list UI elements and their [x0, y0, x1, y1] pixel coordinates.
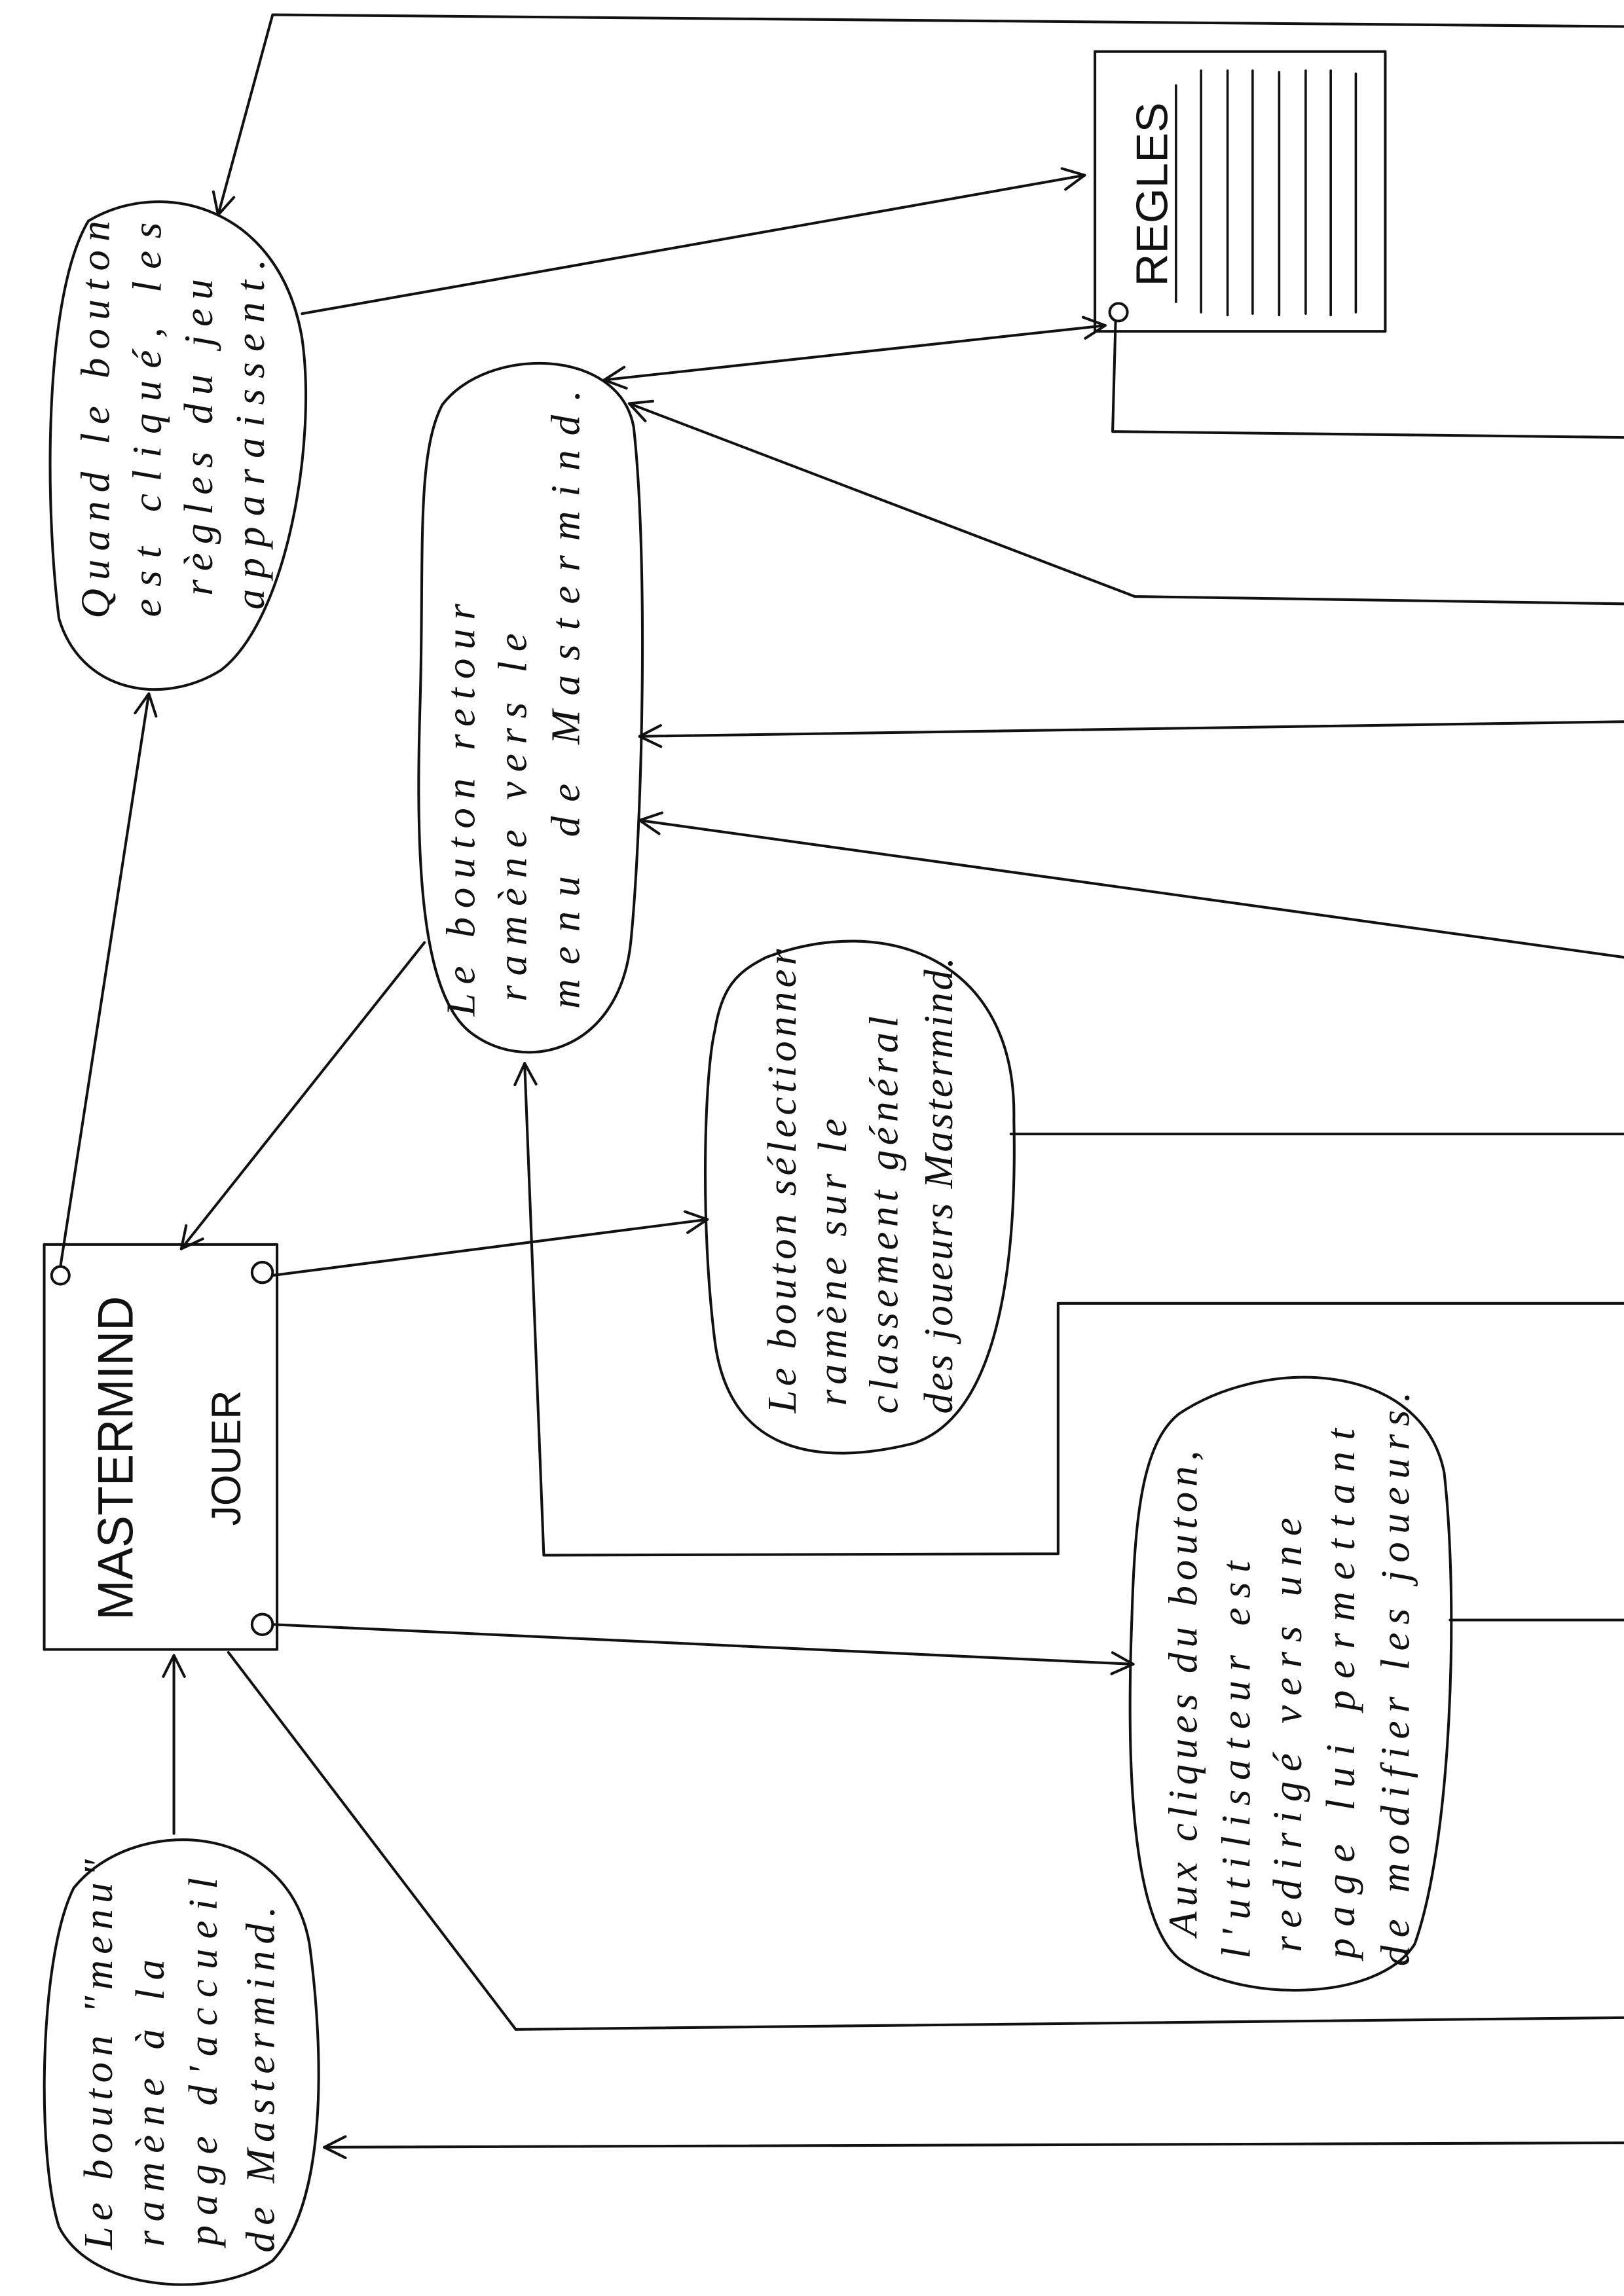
- connector-arrow: [513, 1062, 1624, 1557]
- note-edit-players-button: Aux cliques du bouton, l'utilisateur est…: [1128, 1376, 1453, 1992]
- note-text-line: est cliqué, les: [124, 223, 170, 617]
- note-text-line: de Mastermind.: [238, 1906, 284, 2253]
- note-text-line: apparaissent.: [227, 259, 273, 610]
- note-text-line: page d'accueil: [180, 1878, 226, 2248]
- connector-arrow: [323, 2135, 1624, 2159]
- mastermind-screen-frame: [43, 1243, 279, 1651]
- connector-line: [1111, 319, 1624, 439]
- connector-double-arrow: [602, 316, 1107, 390]
- note-text-line: Le bouton retour: [438, 604, 484, 1017]
- back-button-circle: [1108, 302, 1129, 323]
- note-text-line: Le bouton sélectionner: [759, 949, 805, 1413]
- note-text-line: l'utilisateur est: [1213, 1560, 1259, 1959]
- mastermind-screen: MASTERMIND JOUER: [43, 1243, 279, 1651]
- note-back-button: Le bouton retour ramène vers le menu de …: [417, 361, 644, 1054]
- note-text-line: des joueurs Mastermind.: [915, 957, 961, 1413]
- note-text-line: règles du jeu: [175, 279, 221, 596]
- note-text-line: ramène sur le: [809, 1119, 855, 1406]
- connectors: [59, 13, 1624, 2159]
- note-text-line: ramène à la: [127, 1959, 173, 2247]
- note-text-line: page lui permettant: [1318, 1428, 1363, 1961]
- connector-arrow: [59, 692, 158, 1268]
- note-bubble: [1128, 1376, 1453, 1992]
- note-text-line: redirigé vers une: [1264, 1518, 1310, 1952]
- rules-text-block: [1175, 69, 1357, 317]
- connector-arrow: [627, 399, 1624, 606]
- connector-arrow: [638, 720, 1624, 748]
- connector-arrow: [638, 811, 1624, 959]
- rules-screen: REGLES: [1094, 50, 1387, 333]
- note-text-line: Aux cliques du bouton,: [1160, 1451, 1206, 1939]
- note-bubble: [43, 1838, 320, 2286]
- rules-screen-label: REGLES: [1128, 102, 1177, 286]
- connector-arrow: [212, 13, 1624, 217]
- rules-button-circle: [50, 1265, 71, 1286]
- note-text-line: Quand le bouton: [73, 221, 119, 618]
- note-bubble: [417, 361, 644, 1054]
- select-button-circle: [250, 1260, 274, 1285]
- note-text-line: Le bouton "menu": [75, 1859, 121, 2250]
- note-text-line: classement général: [861, 1016, 907, 1413]
- note-menu-button: Le bouton "menu" ramène à la page d'accu…: [43, 1838, 320, 2286]
- mastermind-title: MASTERMIND: [88, 1296, 144, 1620]
- play-button-label: JOUER: [204, 1391, 249, 1526]
- connector-line: [227, 1650, 1624, 2031]
- connector-arrow: [179, 941, 426, 1250]
- edit-players-button-circle: [250, 1613, 274, 1636]
- connector-arrow: [271, 1210, 709, 1277]
- note-rules-button: Quand le bouton est cliqué, les règles d…: [48, 200, 308, 691]
- rules-screen-frame: [1094, 50, 1387, 333]
- note-select-button: Le bouton sélectionner ramène sur le cla…: [703, 939, 1016, 1455]
- note-text-line: menu de Mastermind.: [542, 390, 588, 1009]
- note-bubble: [48, 200, 308, 691]
- note-text-line: ramène vers le: [489, 633, 535, 1001]
- note-bubble: [703, 939, 1016, 1455]
- note-text-line: de modifier les joueurs.: [1372, 1392, 1418, 1966]
- connector-arrow: [301, 167, 1086, 316]
- connector-arrow: [271, 1623, 1135, 1675]
